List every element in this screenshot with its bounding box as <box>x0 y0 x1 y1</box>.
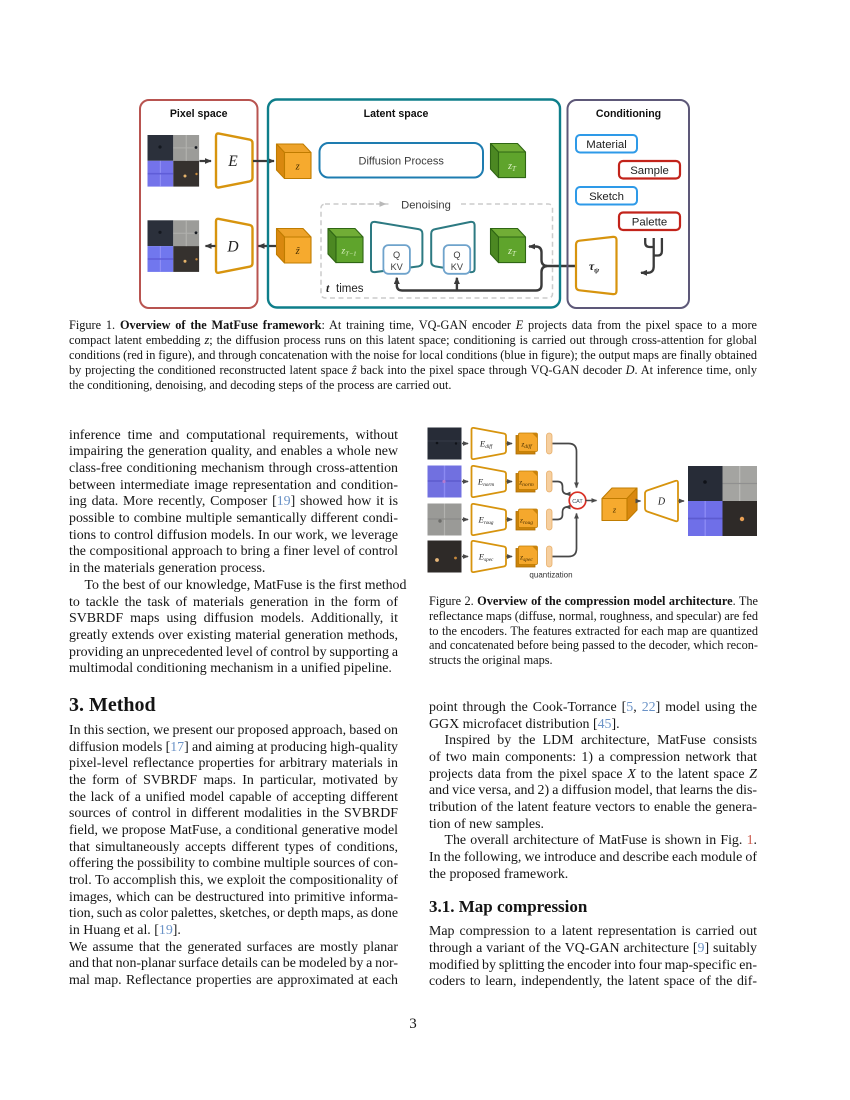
svg-text:Q: Q <box>393 250 400 260</box>
svg-text:Espec: Espec <box>478 552 494 564</box>
svg-text:Sketch: Sketch <box>589 191 624 203</box>
svg-text:zT: zT <box>507 161 517 173</box>
svg-text:KV: KV <box>451 262 464 272</box>
svg-text:Enorm: Enorm <box>477 477 495 489</box>
svg-text:z: z <box>295 162 300 173</box>
svg-text:ẑ: ẑ <box>295 246 301 257</box>
svg-text:Pixel space: Pixel space <box>170 108 228 120</box>
svg-text:zT−1: zT−1 <box>341 247 357 258</box>
svg-text:Conditioning: Conditioning <box>596 108 661 120</box>
svg-text:Denoising: Denoising <box>401 199 451 211</box>
svg-text:Palette: Palette <box>632 217 667 229</box>
svg-text:zdiff: zdiff <box>520 440 533 451</box>
svg-text:D: D <box>226 239 238 256</box>
svg-text:Material: Material <box>586 139 627 151</box>
svg-text:Sample: Sample <box>630 165 669 177</box>
svg-text:Diffusion Process: Diffusion Process <box>359 156 445 168</box>
svg-text:quantization: quantization <box>529 571 572 580</box>
svg-text:z: z <box>612 505 617 515</box>
svg-text:Eroug: Eroug <box>478 515 494 527</box>
svg-text:zroug: zroug <box>519 516 533 527</box>
svg-text:znorm: znorm <box>518 478 534 489</box>
svg-text:Ediff: Ediff <box>479 439 494 451</box>
svg-text:t: t <box>326 281 330 295</box>
svg-text:D: D <box>657 497 666 508</box>
svg-text:τψ: τψ <box>589 259 600 275</box>
svg-text:zspec: zspec <box>519 553 533 564</box>
svg-text:Latent space: Latent space <box>364 108 429 120</box>
svg-text:zT: zT <box>507 246 517 258</box>
svg-text:KV: KV <box>390 262 403 272</box>
svg-text:CAT: CAT <box>572 499 583 505</box>
svg-text:times: times <box>336 283 364 295</box>
svg-text:E: E <box>227 153 238 170</box>
svg-text:Q: Q <box>453 250 460 260</box>
